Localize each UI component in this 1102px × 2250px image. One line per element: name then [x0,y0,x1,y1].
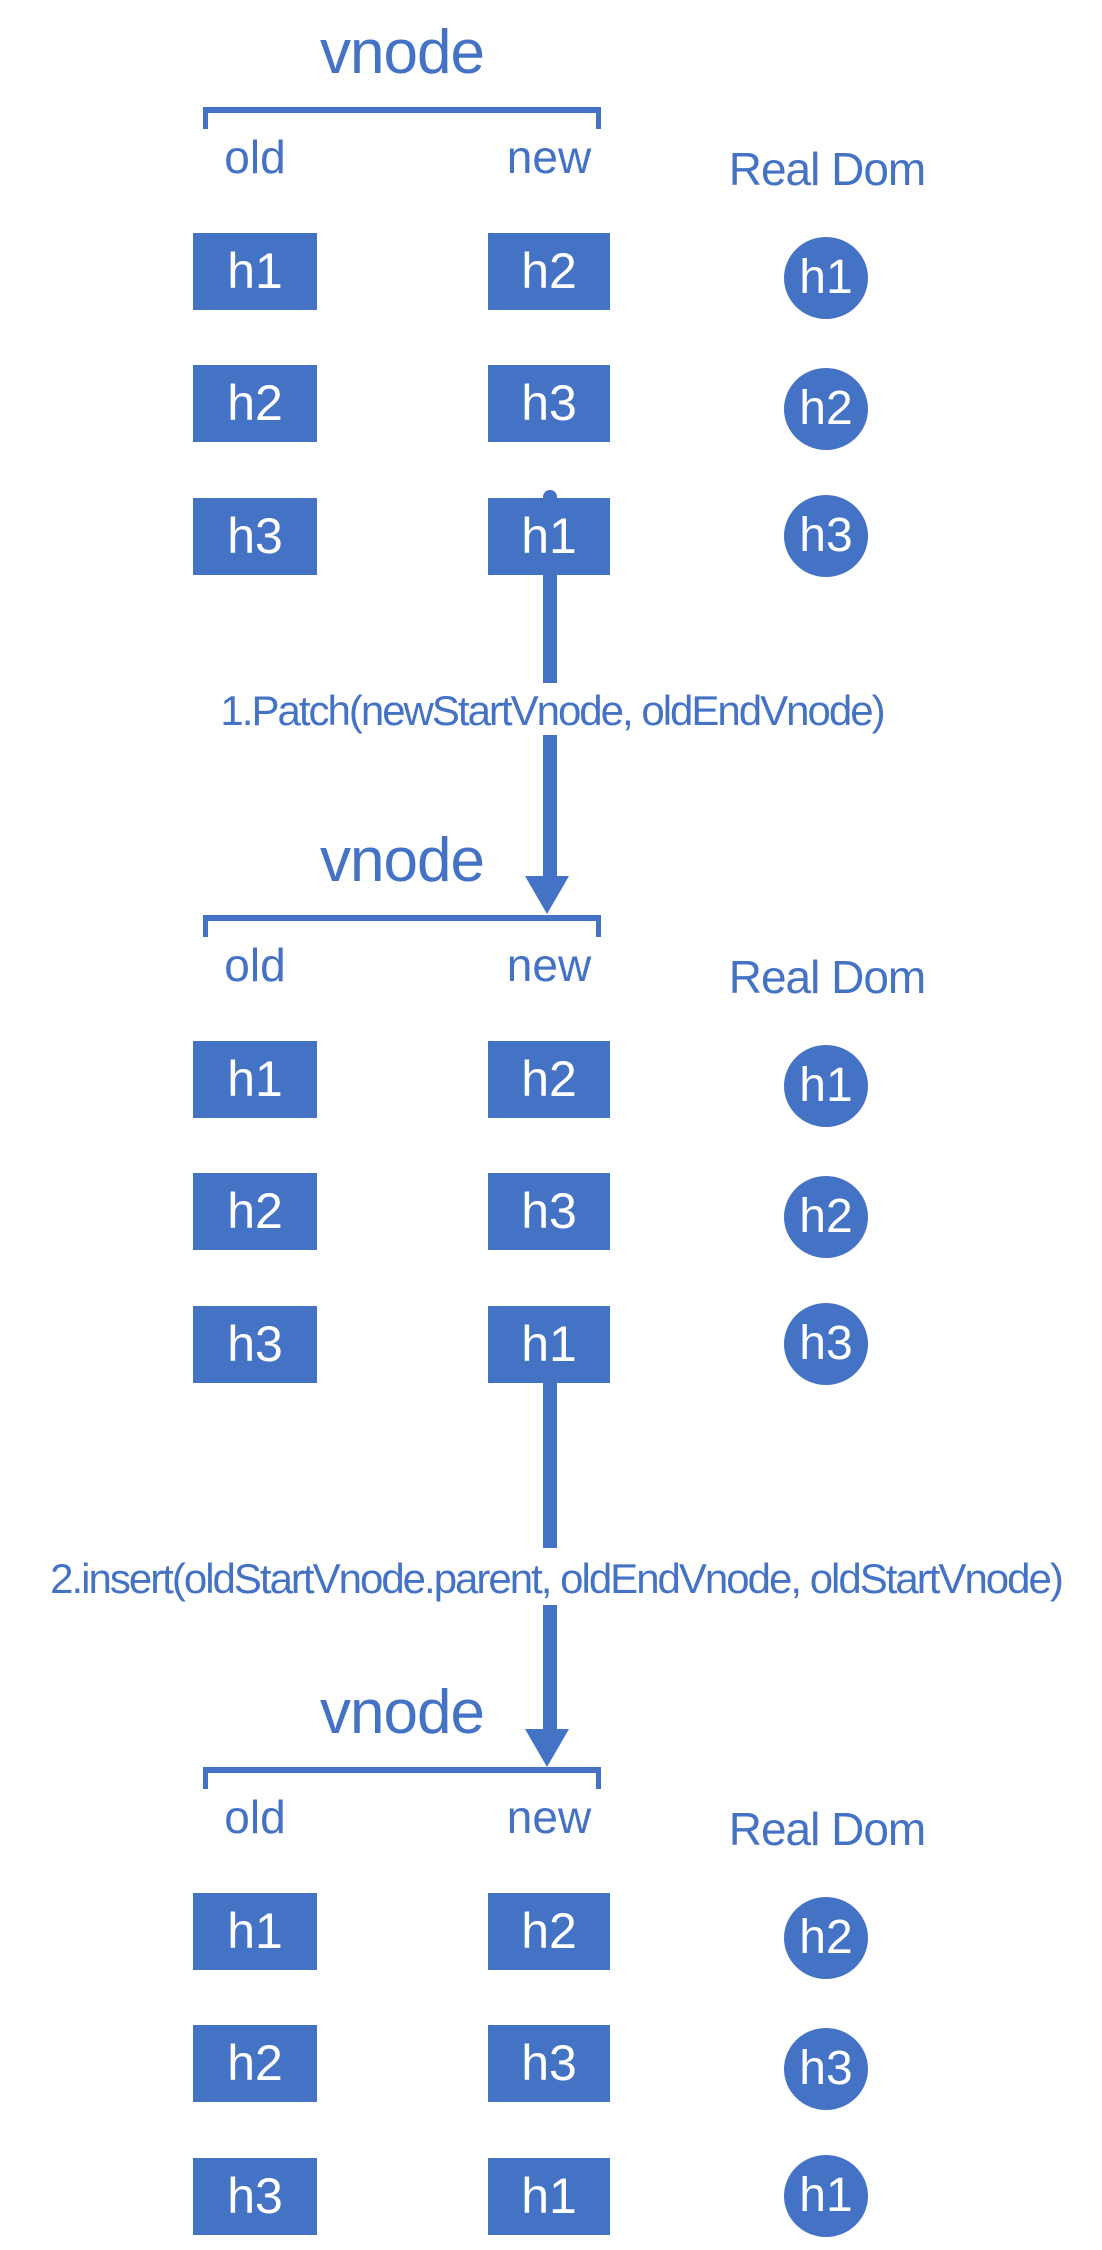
vnode-bracket [203,107,601,129]
old-column-label: old [224,131,286,183]
new-vnode-box: h1 [488,2158,610,2235]
real-dom-node: h2 [784,368,868,450]
old-vnode-box: h2 [193,365,317,442]
real-dom-node: h3 [784,495,868,577]
real-dom-node: h2 [784,1176,868,1258]
old-vnode-box: h1 [193,1041,317,1118]
old-vnode-box: h3 [193,2158,317,2235]
real-dom-node: h1 [784,2155,868,2237]
old-column-label: old [224,1791,286,1843]
diagram-state-1: vnode old new Real Dom h1 h2 h3 h2 h3 h1… [0,10,1102,590]
vnode-title: vnode [320,1678,485,1747]
old-vnode-box: h1 [193,233,317,310]
flow-arrow-2-shaft [543,1376,557,1548]
vnode-title: vnode [320,826,485,895]
old-vnode-box: h3 [193,1306,317,1383]
real-dom-label: Real Dom [728,951,927,1003]
new-vnode-box: h3 [488,2025,610,2102]
new-column-label: new [506,131,592,183]
real-dom-label: Real Dom [728,143,927,195]
new-vnode-box: h1 [488,498,610,575]
old-vnode-box: h2 [193,2025,317,2102]
step-2-label: 2.insert(oldStartVnode.parent, oldEndVno… [50,1555,1064,1602]
real-dom-node: h3 [784,2028,868,2110]
new-column-label: new [506,1791,592,1843]
new-vnode-box: h2 [488,1893,610,1970]
real-dom-node: h1 [784,237,868,319]
new-vnode-box: h3 [488,1173,610,1250]
real-dom-label: Real Dom [728,1803,927,1855]
new-vnode-box: h2 [488,233,610,310]
real-dom-node: h2 [784,1897,868,1979]
new-column-label: new [506,939,592,991]
flow-arrow-1-head [525,876,569,914]
old-column-label: old [224,939,286,991]
diagram-state-2: vnode old new Real Dom h1 h2 h3 h2 h3 h1… [0,818,1102,1398]
old-vnode-box: h1 [193,1893,317,1970]
new-vnode-box: h3 [488,365,610,442]
real-dom-node: h1 [784,1045,868,1127]
step-1-label: 1.Patch(newStartVnode, oldEndVnode) [220,687,885,734]
flow-arrow-1-shaft [543,735,557,878]
new-vnode-box: h1 [488,1306,610,1383]
new-vnode-box: h2 [488,1041,610,1118]
old-vnode-box: h2 [193,1173,317,1250]
diagram-state-3: vnode old new Real Dom h1 h2 h3 h2 h3 h1… [0,1670,1102,2250]
vnode-title: vnode [320,18,485,87]
real-dom-node: h3 [784,1303,868,1385]
flow-arrow-2-shaft [543,1605,557,1729]
vnode-bracket [203,915,601,937]
old-vnode-box: h3 [193,498,317,575]
vnode-bracket [203,1767,601,1789]
flow-arrow-2-head [525,1729,569,1767]
